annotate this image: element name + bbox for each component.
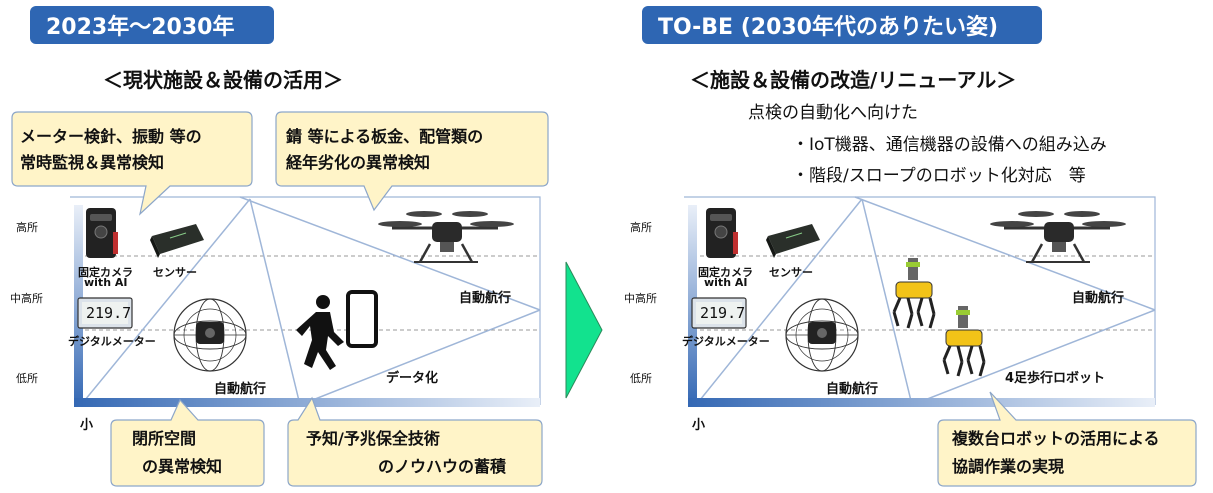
right-heading: ＜施設＆設備の改造/リニューアル＞: [690, 68, 1017, 92]
callout-meter-bubble: [11, 111, 253, 216]
callout-closed-text-1: 閉所空間: [132, 429, 197, 448]
person-data-icon: [296, 290, 378, 370]
fixed-camera-icon-right: [706, 208, 738, 258]
right-period-label: TO-BE (2030年代のありたい姿): [642, 6, 1042, 44]
right-intro: 点検の自動化へ向けた: [748, 103, 918, 123]
left-camera-label-1: 固定カメラ: [78, 266, 133, 279]
sensor-icon: [150, 224, 204, 258]
right-camera-label-2: with AI: [704, 276, 748, 289]
callout-closed-bubble: [110, 398, 265, 487]
callout-coop-text-1: 複数台ロボットの活用による: [952, 429, 1160, 448]
right-axis-mid: 中高所: [624, 292, 657, 305]
callout-predict-text-2: のノウハウの蓄積: [378, 457, 507, 476]
left-camera-label-2: with AI: [84, 276, 128, 289]
quadcopter-drone-icon: [378, 211, 514, 263]
right-camera-label-1: 固定カメラ: [698, 266, 753, 279]
right-bullet-2: ・階段/スロープのロボット化対応 等: [792, 166, 1086, 186]
left-data-label: データ化: [386, 371, 439, 386]
callout-meter-text-2: 常時監視＆異常検知: [20, 153, 165, 172]
right-auto-fly-top: 自動航行: [1072, 291, 1125, 306]
quadruped-robot-icon: [892, 258, 936, 329]
callout-rust-text-1: 錆 等による板金、配管類の: [286, 127, 484, 146]
left-meter-label: デジタルメーター: [68, 335, 156, 348]
left-meter-value: 219.7: [86, 304, 132, 322]
left-axis-small: 小: [80, 418, 94, 433]
quadruped-robot-icon-2: [942, 306, 986, 377]
digital-meter-icon-right: [691, 297, 747, 329]
left-axis-high: 高所: [16, 221, 38, 234]
callout-rust-text-2: 経年劣化の異常検知: [286, 153, 431, 172]
cage-drone-icon: [173, 298, 247, 372]
callout-predict-text-1: 予知/予兆保全技術: [306, 429, 440, 448]
right-robot-label: 4足歩行ロボット: [1005, 371, 1106, 386]
right-auto-fly-bottom: 自動航行: [826, 382, 879, 397]
right-axis-low: 低所: [630, 372, 652, 385]
sensor-icon-right: [766, 224, 820, 258]
right-meter-value: 219.7: [700, 304, 746, 322]
left-sensor-label: センサー: [153, 266, 197, 279]
left-axis-low: 低所: [16, 372, 38, 385]
right-axis-high: 高所: [630, 221, 652, 234]
left-axis-mid: 中高所: [10, 292, 43, 305]
callout-closed-text-2: の異常検知: [142, 457, 223, 476]
left-period-label: 2023年～2030年: [30, 6, 274, 44]
right-meter-label: デジタルメーター: [682, 335, 770, 348]
callout-meter-text-1: メーター検針、振動 等の: [20, 127, 202, 146]
digital-meter-icon: [77, 297, 133, 329]
transition-arrow: [565, 261, 603, 399]
quadcopter-drone-icon-right: [990, 211, 1126, 263]
left-heading: ＜現状施設＆設備の活用＞: [103, 68, 343, 92]
fixed-camera-icon: [86, 208, 118, 258]
callout-rust-bubble: [275, 111, 549, 212]
left-auto-fly-top: 自動航行: [459, 291, 512, 306]
left-auto-fly-bottom: 自動航行: [214, 382, 267, 397]
callout-predict-bubble: [287, 396, 543, 487]
cage-drone-icon-right: [785, 298, 859, 372]
right-sensor-label: センサー: [769, 266, 813, 279]
right-axis-small: 小: [692, 418, 706, 433]
right-bullet-1: ・IoT機器、通信機器の設備への組み込み: [792, 135, 1107, 155]
callout-coop-bubble: [937, 391, 1197, 487]
callout-coop-text-2: 協調作業の実現: [952, 457, 1065, 476]
